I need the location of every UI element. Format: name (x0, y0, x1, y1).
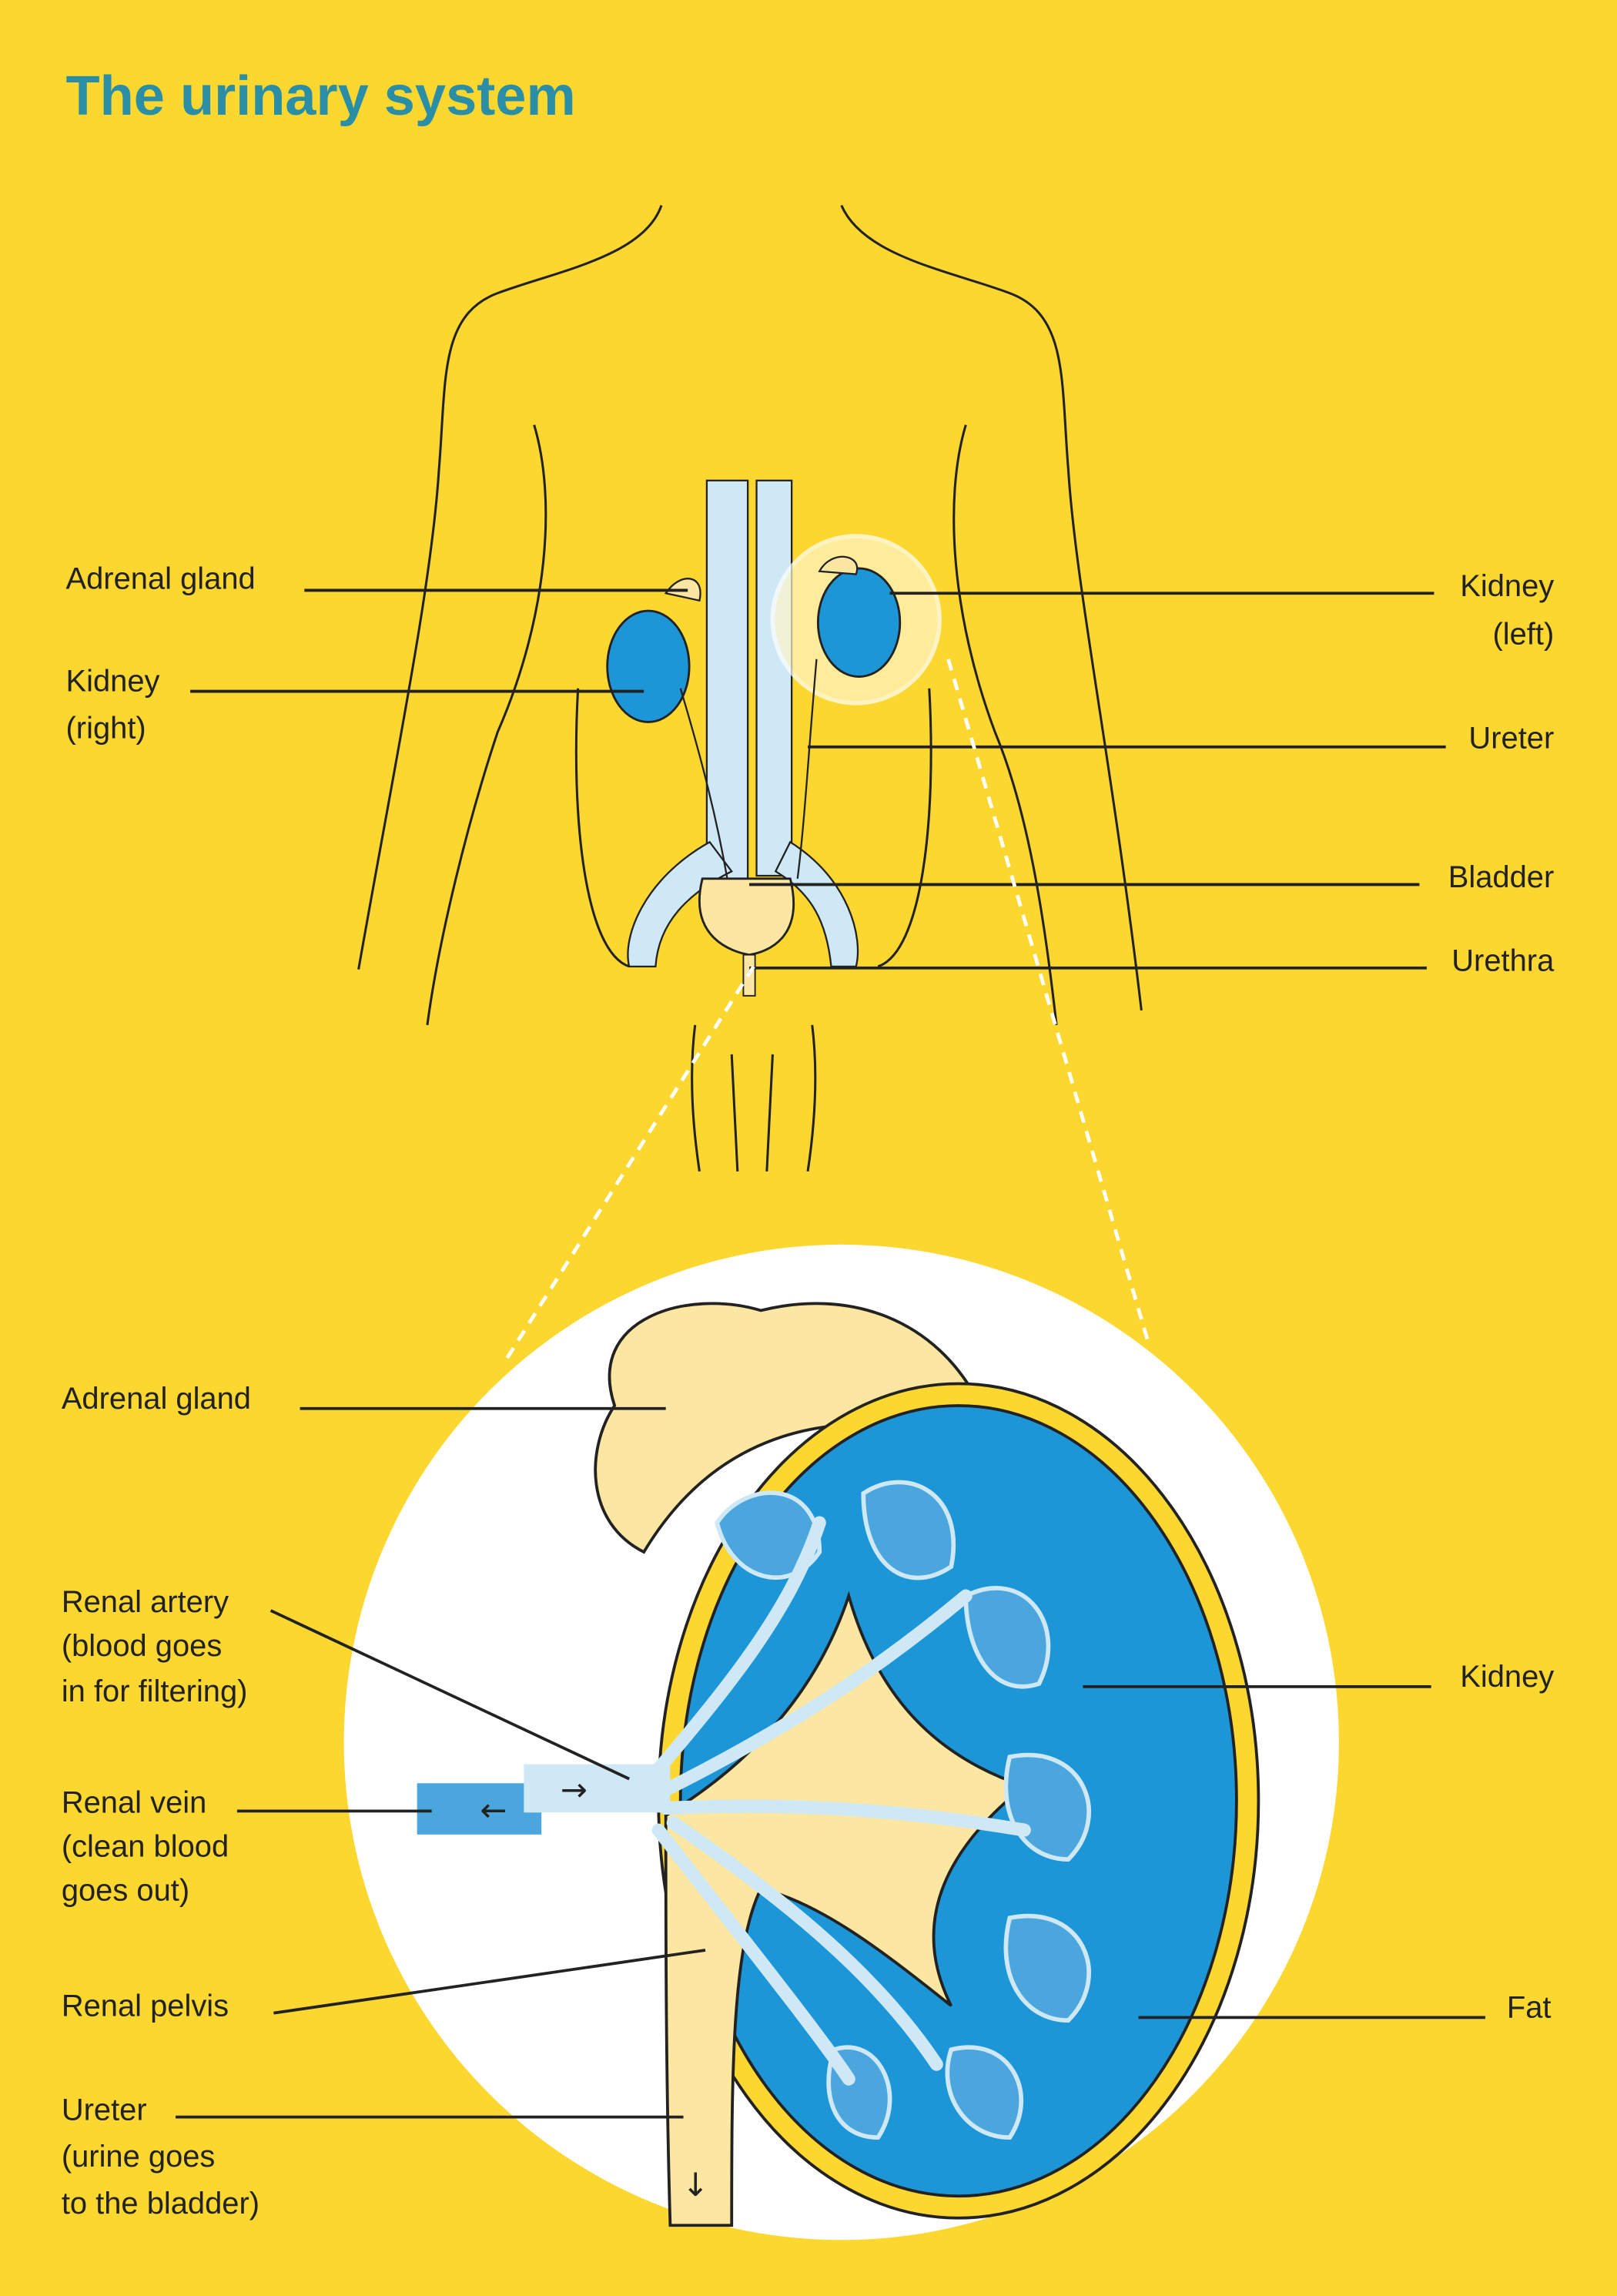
urinary-organs-small (606, 479, 942, 997)
label-renal-vein: Renal vein (62, 1785, 207, 1819)
label-renal-artery: Renal artery (62, 1585, 229, 1619)
label-ureter: Ureter (1468, 722, 1554, 756)
label-renal-artery-line3: in for filtering) (62, 1674, 248, 1708)
label-kidney-left-sub: (left) (1492, 618, 1554, 652)
arrow-down-icon: ↓ (682, 2166, 709, 2204)
label-kidney-right-sub: (right) (66, 711, 146, 745)
arrow-left-icon: ← (480, 1792, 507, 1829)
label-renal-vein-line2: (clean blood (62, 1829, 229, 1863)
label-kidney-right: Kidney (66, 665, 160, 699)
label-renal-vein-line3: goes out) (62, 1873, 189, 1907)
label-bladder: Bladder (1448, 860, 1554, 894)
label-renal-pelvis: Renal pelvis (62, 1989, 229, 2023)
label-adrenal-gland: Adrenal gland (66, 562, 256, 596)
label-kidney: Kidney (1460, 1660, 1554, 1694)
page-title: The urinary system (66, 65, 576, 127)
label-renal-artery-line2: (blood goes (62, 1629, 222, 1663)
renal-artery (524, 1764, 671, 1813)
body-labels: Adrenal gland Kidney (right) Kidney (lef… (66, 562, 1555, 978)
label-kidney-left: Kidney (1460, 569, 1554, 603)
label-ureter-line2: (urine goes (62, 2140, 216, 2174)
arrow-right-icon: → (561, 1771, 588, 1808)
label-ureter-line3: to the bladder) (62, 2187, 259, 2221)
label-urethra: Urethra (1451, 944, 1555, 978)
bladder (698, 877, 795, 957)
kidney-labels: Adrenal gland Renal artery (blood goes i… (62, 1382, 1555, 2221)
label-fat: Fat (1507, 1990, 1552, 2024)
kidney-cross-section: ← → ↓ (417, 1302, 1260, 2227)
renal-vein (417, 1783, 542, 1835)
label-ureter-detail: Ureter (62, 2093, 147, 2127)
body-outline (357, 205, 1143, 1172)
label-adrenal-gland-detail: Adrenal gland (62, 1382, 251, 1416)
